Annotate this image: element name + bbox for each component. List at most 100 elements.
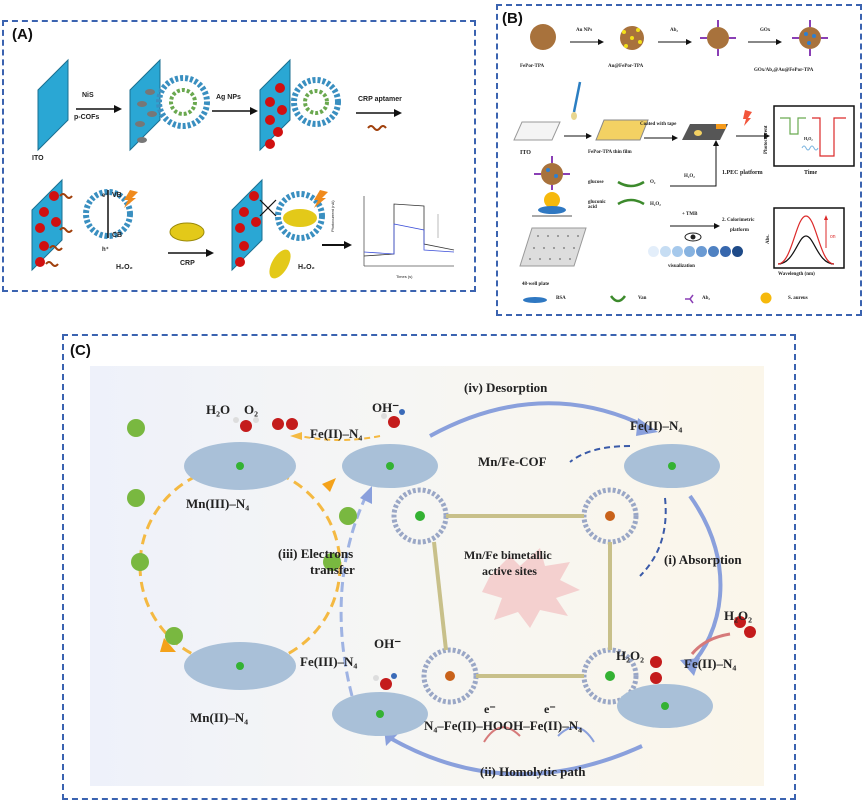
arrow-coated: [644, 135, 678, 141]
abs-red-curve: [777, 215, 835, 265]
vb-label: VB: [112, 192, 122, 199]
on-label: on: [830, 234, 836, 240]
series-control: [363, 203, 455, 257]
platform-label: platform: [730, 228, 749, 233]
absorbance-chart: [773, 207, 845, 269]
crp-label: CRP: [180, 260, 195, 267]
desorption-label: (iv) Desorption: [464, 380, 548, 395]
h2o2-right-label: H₂O₂: [298, 264, 315, 271]
abs-black-curve: [777, 235, 835, 265]
color-well-5: [696, 246, 707, 257]
electron-icon-2: [127, 489, 145, 507]
arrow-h2o2-up: [670, 140, 719, 187]
h2o-label: H₂O: [206, 402, 231, 417]
arrow-step1: [76, 105, 122, 113]
electron-icon-1: [127, 419, 145, 437]
fe2-top-label: Fe(II)–N₄: [310, 426, 363, 441]
color-well-1: [648, 246, 659, 257]
hole-label: h⁺: [102, 247, 109, 253]
crp-protein-icon: [169, 222, 205, 242]
fe3-label: Fe(III)–N₄: [300, 654, 358, 669]
electron-transfer-path: [339, 495, 368, 697]
ito-slide-icon: [513, 121, 561, 141]
homolytic-label: (ii) Homolytic path: [480, 764, 586, 779]
e-right-label: e⁻: [544, 702, 556, 716]
electron-icon-3: [131, 553, 149, 571]
panel-b: (B) FePor-TPA Au NPs Au@FePor-TPA Ab₂ GO…: [496, 4, 862, 316]
arrow-pec: [736, 133, 770, 139]
arrow-step3: [356, 109, 402, 131]
mechanism-arrows: [127, 401, 756, 777]
oh-bottom-molecule-icon: [373, 673, 397, 690]
chart-xlabel: Times (s): [396, 274, 413, 279]
photocurrent-chart: [363, 196, 455, 267]
legend-s-aureus: S. aureus: [788, 296, 808, 301]
mn2-disc: [184, 642, 296, 690]
h2o2-bound-label: H₂O₂: [616, 648, 645, 663]
crp-aptamer-label: CRP aptamer: [358, 96, 402, 103]
electrons-transfer-line2: transfer: [310, 562, 355, 577]
pcofs-label: p-COFs: [74, 114, 100, 121]
chart-ylabel: Photocurrent (nA): [330, 200, 335, 232]
electrode-chip-icon: [682, 124, 728, 140]
fe3-disc: [332, 692, 428, 736]
crp-bound-electrode-icon: [231, 178, 325, 279]
active-sites-line2: active sites: [482, 564, 537, 578]
legend-bsa: BSA: [556, 296, 566, 301]
series-crp: [363, 223, 455, 255]
absorption-label: (i) Absorption: [664, 552, 742, 567]
pec-h2o2-label: H₂O₂: [804, 136, 813, 141]
absorption-arrow: [688, 494, 723, 668]
oh-bottom-label: OH⁻: [374, 636, 402, 651]
pec-green-trace: [780, 117, 806, 135]
color-gradient-wells: [648, 246, 743, 257]
legend-ab2: Ab₂: [702, 296, 710, 301]
o2-molecule-icon: [272, 418, 298, 430]
cof-node-fe-1: [581, 487, 639, 545]
bsa-icon: [523, 297, 547, 303]
panel-a-label: (A): [12, 26, 33, 43]
color-well-8: [732, 246, 743, 257]
ito-label-b: ITO: [520, 150, 531, 156]
electrons-transfer-line1: (iii) Electrons: [278, 546, 354, 561]
gox-complex-sphere-icon: [792, 20, 828, 56]
cycle-arrowhead-bottom: [160, 638, 176, 652]
active-sites-burst: [482, 548, 580, 628]
light-bolt-icon: [124, 190, 138, 208]
arrow-crp: [168, 249, 214, 257]
fepor-tpa-label: FePor-TPA: [520, 64, 545, 69]
o2-label: O₂: [650, 180, 656, 185]
fe2-bottom-disc: [617, 684, 713, 728]
au-nps-label: Au NPs: [576, 28, 593, 33]
aptamer-electrode-icon: [31, 178, 133, 272]
pipette-icon: [571, 81, 582, 120]
h2o2-arrow-label: H₂O₂: [684, 174, 695, 179]
van-icon: [609, 295, 627, 303]
sandwich-complex-icon: [532, 156, 572, 217]
ag-cof-electrode-icon: [259, 58, 341, 152]
h2o2-label-c: H₂O₂: [724, 608, 753, 623]
ab2-icon: [685, 294, 694, 304]
ab2-sphere-icon: [700, 20, 736, 56]
pec-platform-label: 1.PEC platform: [722, 170, 763, 176]
rainbow-light-icon: [743, 110, 752, 126]
cof-node-fe-2: [421, 647, 479, 705]
release-path: [299, 435, 381, 441]
thin-film-label: FePor-TPA thin film: [588, 150, 632, 155]
h2o2-molecule-icon: [734, 616, 756, 638]
o2-label-c: O₂: [244, 402, 259, 417]
well-plate-icon: [519, 227, 587, 267]
gox-complex-label: GOx/Ab₂@Au@FePor-TPA: [754, 68, 814, 73]
panel-c: (C): [62, 334, 796, 800]
fe2-bottom-label: Fe(II)–N₄: [684, 656, 737, 671]
ito-label: ITO: [32, 155, 44, 162]
electron-label: e⁻: [102, 193, 109, 199]
electron-icon-4: [165, 627, 183, 645]
ab2-arrow-label: Ab₂: [670, 28, 678, 33]
h2o2-wave-icon: [801, 145, 819, 151]
desorption-arrow: [429, 401, 646, 438]
homolytic-arrow: [389, 736, 643, 777]
au-fepor-sphere-icon: [620, 26, 644, 50]
color-well-3: [672, 246, 683, 257]
panel-a: (A) ITO NiS p-COFs Ag NPs CRP aptamer: [2, 20, 476, 292]
